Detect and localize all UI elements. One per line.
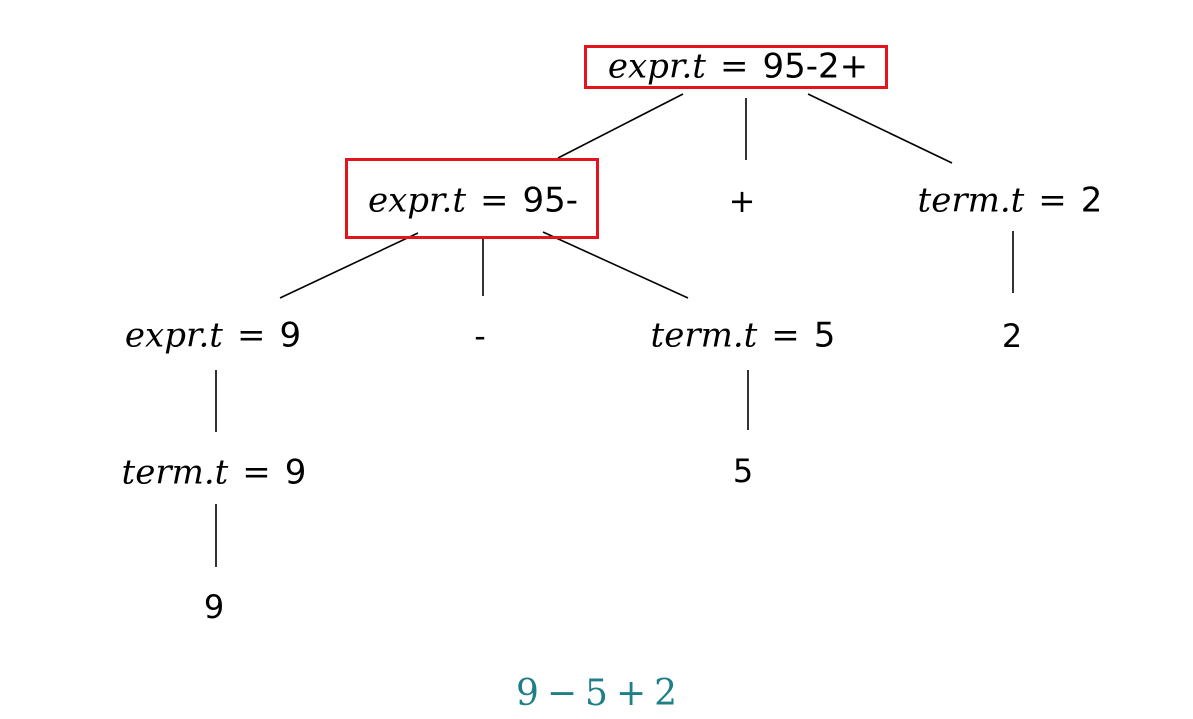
edge-left-lr [542,231,689,299]
root-value: 95-2+ [762,46,869,87]
right-value: 2 [1080,180,1103,221]
lr-node: term.t = 5 [651,316,836,357]
left-eq: = [480,180,509,221]
lr-leaf: 5 [732,452,754,490]
lll-value: 9 [284,452,307,493]
right-eq: = [1038,180,1067,221]
caption-operand-2: 5 [585,673,608,714]
ll-attr: expr.t [124,315,223,356]
left-node: expr.t = 95- [368,181,578,222]
minus-operator: - [474,317,486,355]
root-eq: = [719,46,749,87]
right-node: term.t = 2 [918,181,1103,222]
right-attr: term.t [917,180,1025,221]
ll-value: 9 [279,315,302,356]
edge-root-right [807,93,953,164]
edge-root-left [557,93,684,159]
expression-caption: 9−5+2 [0,672,1193,716]
caption-operand-1: 9 [515,673,539,714]
left-attr: expr.t [367,180,467,221]
lll-node: term.t = 9 [122,453,307,494]
ll-eq: = [236,315,266,356]
ll-node: expr.t = 9 [125,316,301,357]
caption-operand-3: 2 [654,673,678,714]
lll-eq: = [242,452,271,493]
lr-attr: term.t [650,315,758,356]
left-value: 95- [522,180,579,221]
lr-value: 5 [813,315,836,356]
edge-left-ll [279,232,419,299]
caption-operator-2: + [615,673,647,714]
left-highlight-box [345,158,599,239]
root-node: expr.t = 95-2+ [608,47,868,88]
root-highlight-box [584,45,888,89]
lll-attr: term.t [121,452,229,493]
right-leaf: 2 [1001,317,1023,355]
lll-leaf: 9 [203,588,225,626]
lr-eq: = [771,315,800,356]
root-attr: expr.t [607,46,706,87]
caption-operator-1: − [546,673,578,714]
plus-operator: + [728,182,756,220]
